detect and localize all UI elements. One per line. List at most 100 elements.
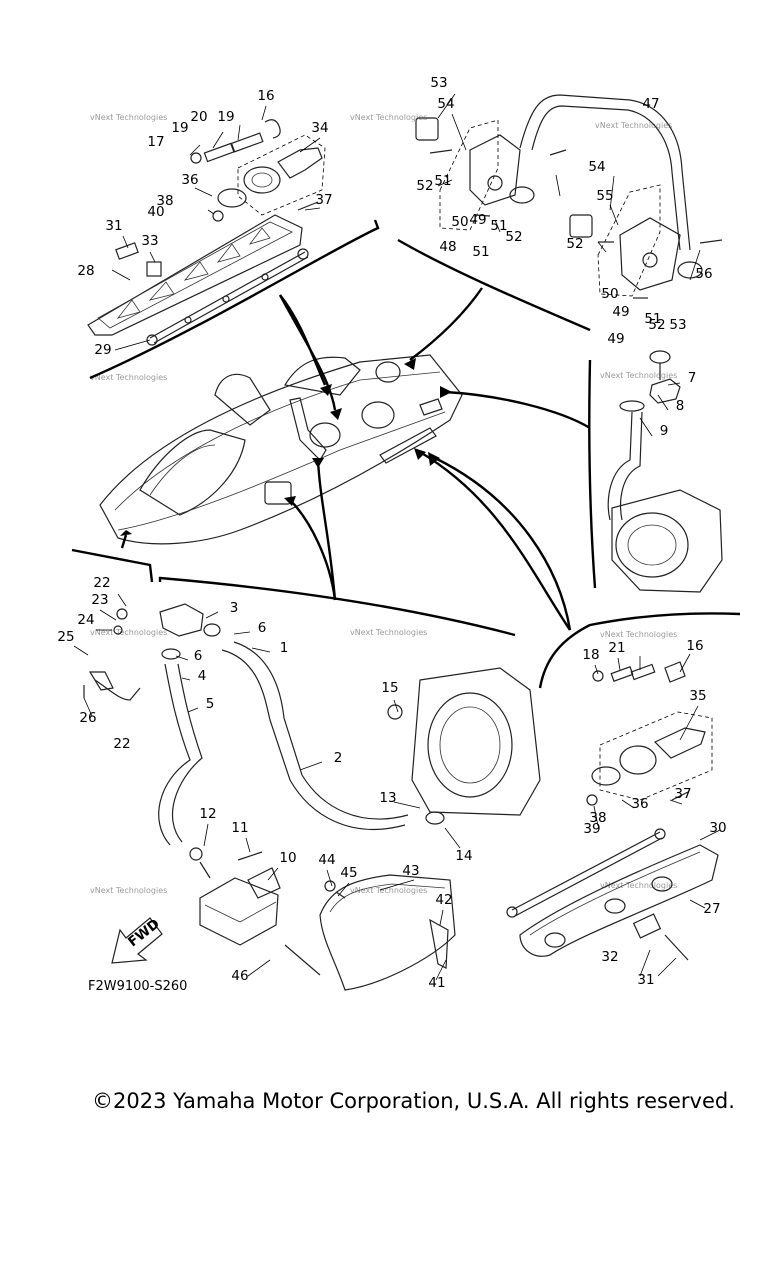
watermark-layer: vNext Technologies vNext Technologies vNex… <box>90 113 677 895</box>
leader-line <box>597 241 607 253</box>
leader-line <box>494 219 501 233</box>
callout-12: 12 <box>199 806 216 822</box>
leader-line <box>379 879 415 891</box>
callout-31: 31 <box>105 218 122 234</box>
leader-line <box>609 204 619 226</box>
callout-18: 18 <box>582 647 599 663</box>
callout-22: 22 <box>113 736 130 752</box>
callout-37: 37 <box>674 786 691 802</box>
parts-diagram: vNext Technologies vNext Technologies vNex… <box>57 75 741 994</box>
callout-labels: 1234566789101112131415161617181919202122… <box>57 75 726 991</box>
callout-32: 32 <box>601 949 618 965</box>
callout-37: 37 <box>315 192 332 208</box>
callout-38: 38 <box>589 810 606 826</box>
leader-line <box>261 105 267 121</box>
diagram-code: F2W9100-S260 <box>88 979 187 994</box>
leader-line <box>337 882 350 897</box>
callout-2: 2 <box>334 750 343 766</box>
callout-3: 3 <box>230 600 239 616</box>
watermark-text: vNext Technologies <box>600 630 677 639</box>
callout-51: 51 <box>472 244 489 260</box>
callout-19: 19 <box>217 109 234 125</box>
fwd-label: FWD <box>125 916 163 950</box>
leader-line <box>203 823 209 847</box>
leader-line <box>609 175 615 211</box>
leader-line <box>304 207 321 211</box>
callout-45: 45 <box>340 865 357 881</box>
callout-26: 26 <box>79 710 96 726</box>
callout-36: 36 <box>631 796 648 812</box>
callout-53: 53 <box>430 75 447 91</box>
leader-line <box>299 761 323 771</box>
callout-27: 27 <box>703 901 720 917</box>
callout-25: 25 <box>57 629 74 645</box>
callout-30: 30 <box>709 820 726 836</box>
callout-7: 7 <box>688 370 697 386</box>
callout-46: 46 <box>231 968 248 984</box>
leader-line <box>122 235 129 249</box>
leader-line <box>639 417 653 437</box>
callout-31: 31 <box>637 972 654 988</box>
leader-line <box>73 645 89 656</box>
callout-8: 8 <box>676 398 685 414</box>
watermark-text: vNext Technologies <box>90 886 167 895</box>
section-boundaries <box>71 219 741 689</box>
watermark-text: vNext Technologies <box>90 113 167 122</box>
callout-16: 16 <box>257 88 274 104</box>
leader-line <box>437 93 456 119</box>
watermark-text: vNext Technologies <box>600 371 677 380</box>
callout-38: 38 <box>156 193 173 209</box>
leader-line <box>617 657 621 671</box>
leader-line <box>233 631 251 635</box>
callout-15: 15 <box>381 680 398 696</box>
callout-22: 22 <box>93 575 110 591</box>
leader-line <box>326 869 333 887</box>
callout-50: 50 <box>601 286 618 302</box>
leader-line <box>237 124 241 141</box>
callout-49: 49 <box>607 331 624 347</box>
callout-39: 39 <box>583 821 600 837</box>
callout-6: 6 <box>194 648 203 664</box>
leader-line <box>437 179 453 187</box>
callout-49: 49 <box>612 304 629 320</box>
leader-line <box>83 697 93 717</box>
callout-11: 11 <box>231 820 248 836</box>
callout-56: 56 <box>695 266 712 282</box>
callout-48: 48 <box>439 239 456 255</box>
watercraft-body <box>99 354 463 545</box>
intake-housing-group <box>284 667 541 991</box>
callout-23: 23 <box>91 592 108 608</box>
callout-44: 44 <box>318 852 335 868</box>
callout-29: 29 <box>94 342 111 358</box>
callout-1: 1 <box>280 640 289 656</box>
leader-line <box>114 339 151 351</box>
callout-52: 52 <box>566 236 583 252</box>
fwd-arrow-icon: FWD <box>111 916 163 964</box>
callout-arrows <box>120 287 591 631</box>
callout-43: 43 <box>402 863 419 879</box>
leader-line <box>111 269 131 281</box>
leader-line <box>679 653 691 673</box>
leader-line <box>99 609 117 621</box>
callout-51: 51 <box>644 311 661 327</box>
callout-35: 35 <box>689 688 706 704</box>
callout-49: 49 <box>469 212 486 228</box>
leader-line <box>439 909 444 926</box>
leader-line <box>247 959 271 977</box>
leader-line <box>593 805 599 827</box>
callout-6: 6 <box>258 620 267 636</box>
leader-line <box>393 801 421 809</box>
callout-24: 24 <box>77 612 94 628</box>
watermark-text: vNext Technologies <box>90 373 167 382</box>
cooling-hose-group <box>83 603 409 946</box>
callout-53: 53 <box>669 317 686 333</box>
leader-line <box>299 137 321 153</box>
jet-pump-group <box>607 350 723 593</box>
leader-line <box>699 829 721 841</box>
callout-19: 19 <box>171 120 188 136</box>
leader-line <box>657 957 677 977</box>
leader-line <box>117 593 127 607</box>
leader-line <box>207 209 215 215</box>
callout-36: 36 <box>181 172 198 188</box>
copyright-notice: ©2023 Yamaha Motor Corporation, U.S.A. A… <box>92 1089 735 1113</box>
